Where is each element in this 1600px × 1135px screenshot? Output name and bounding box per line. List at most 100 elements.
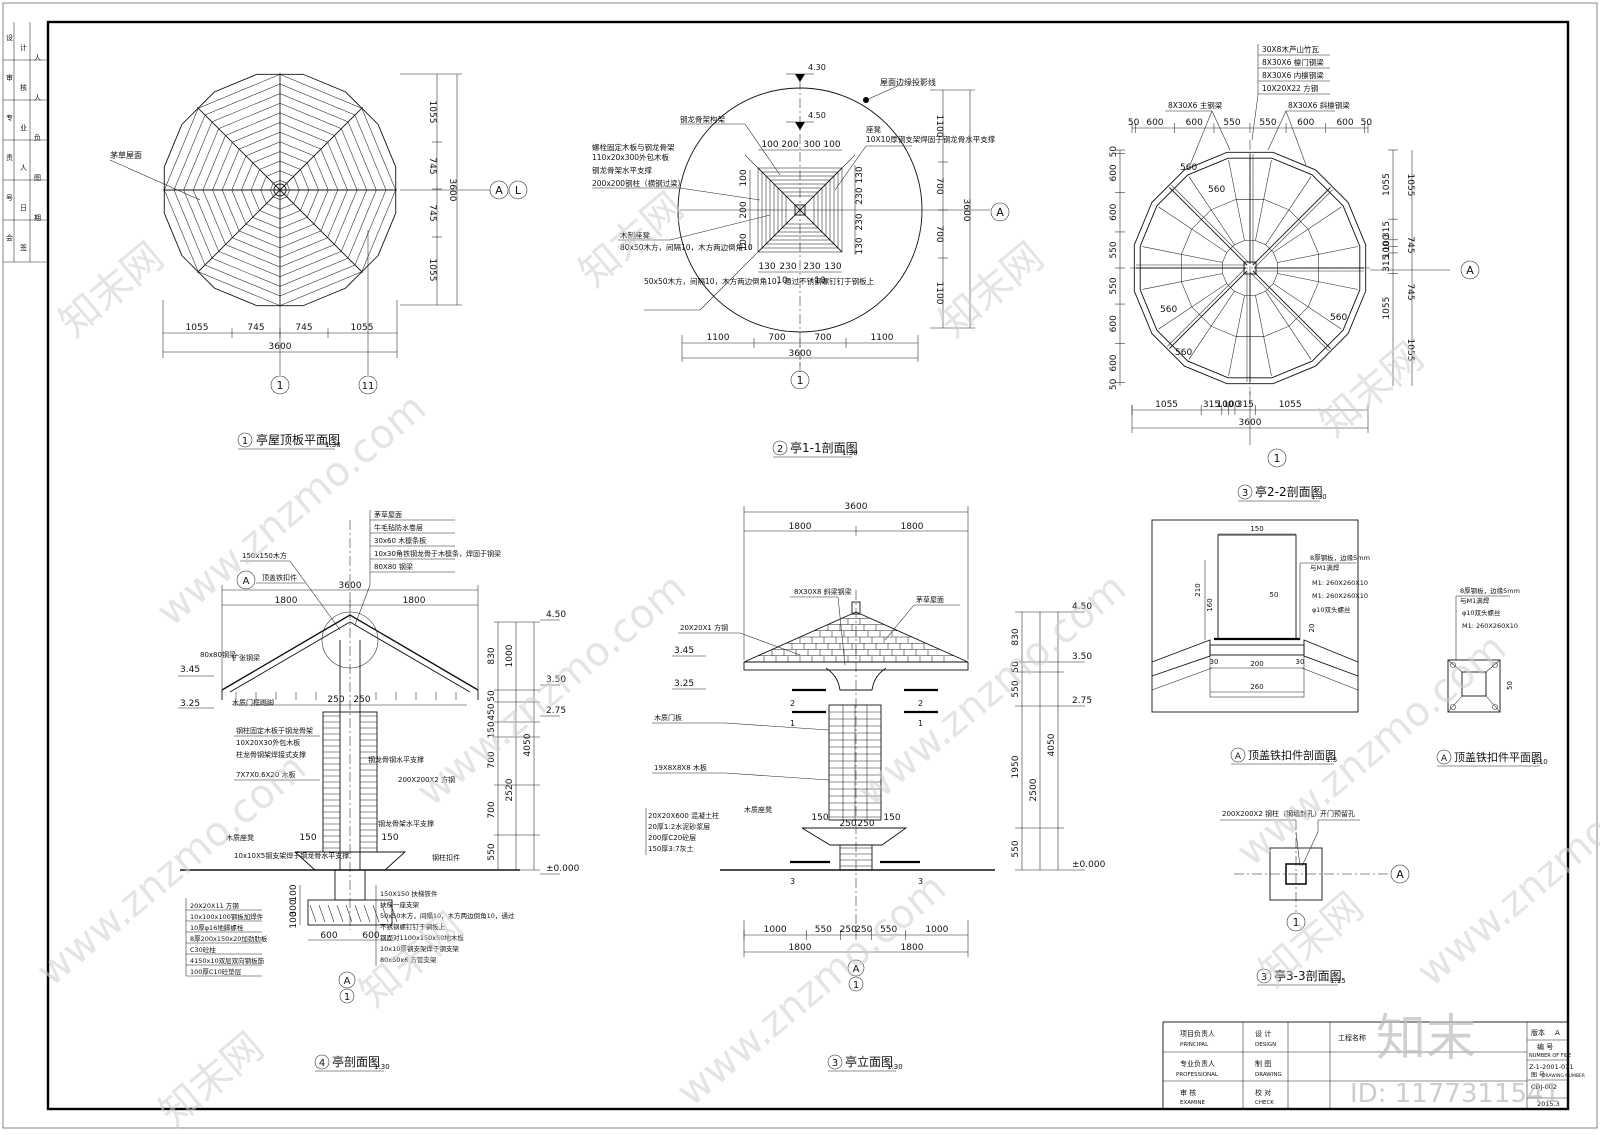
v3-dim-top-3: 550 [1223, 118, 1240, 128]
sheet-inner-border [46, 20, 1570, 1111]
v3-dim-left-0: 50 [1109, 146, 1119, 158]
watermark-id: ID: 1177311541 [1350, 1079, 1560, 1109]
v2-dim-v-3: 1100 [934, 282, 944, 305]
v3-dim-bot-2: 100 [1216, 400, 1233, 410]
v4-title-num: 4 [319, 1058, 325, 1069]
v4-elev-l-0: 3.45 [180, 665, 200, 675]
v3-dim-right-4: 315 [1382, 255, 1392, 272]
strip-char: 核 [20, 83, 27, 92]
v4-dim-r2-1: 4050 [523, 733, 533, 756]
v3-dim-bot-0: 1055 [1155, 400, 1178, 410]
v5-label-4: 木质座凳 [744, 805, 772, 814]
v5-label-6: 20X20X600 混凝土柱 [648, 811, 719, 820]
v6-title: 顶盖铁扣件剖面图 [1248, 748, 1336, 762]
v5-axis-1: 1 [853, 980, 859, 991]
v2-dim-top-0: 100 [761, 140, 778, 150]
tb-r1-1: PRINCIPAL [1180, 1042, 1209, 1048]
v4-dim-b-1: 600 [362, 931, 379, 941]
strip-char: 人 [34, 54, 41, 62]
v3-label-right: 8X30X6 斜檩钢梁 [1288, 100, 1350, 110]
v2-dim-iv-1: 200 [739, 201, 749, 218]
v4-detail-label: 顶盖铁扣件 [262, 573, 297, 582]
v4-dim-f-0: 100 [289, 911, 299, 928]
watermark-text: www.znzmo.com [848, 565, 1135, 816]
watermark-text: 知末网 [931, 234, 1052, 346]
v2-dim-iv2-2: 230 [855, 213, 865, 230]
v5-dim-m-2: 250 [839, 819, 856, 829]
view-section-3-3: 200X200X2 钢柱（钢墙封孔）开门预留孔 A 1 3 亭3-3剖面图 1:… [1220, 809, 1410, 986]
watermark-text: 知末网 [151, 1024, 272, 1131]
v5-sec-mark-4: 3 [790, 877, 795, 886]
v4-dim-b-0: 600 [320, 931, 337, 941]
v3-inner-4: 560 [1175, 348, 1192, 358]
v7-note-1: 与M1满焊 [1460, 596, 1490, 605]
v5-label-9: 150厚3:7灰土 [648, 844, 694, 853]
v4-bot-note-0: 20X20X11 方钢 [190, 901, 239, 910]
tb-file-label: 编 号 [1537, 1042, 1553, 1051]
v6-title-num: A [1235, 752, 1242, 762]
v8-scale: 1:15 [1330, 977, 1346, 985]
v5-sec-mark-5: 3 [918, 877, 923, 886]
v4-left-note-3: 钢柱固定木板于钢龙骨架 [236, 726, 313, 735]
v3-dim-left-3: 550 [1109, 241, 1119, 258]
v5-label-8: 200厚C20砼层 [648, 833, 696, 842]
v3-note-2: 8X30X6 内檩钢梁 [1262, 70, 1324, 80]
v4-botr-note-4: 钢面对1100x150x50地木板 [380, 933, 464, 942]
v4-dim-m-1: 150 [381, 833, 398, 843]
v1-title-num: 1 [242, 436, 248, 447]
v3-dim-right-o-0: 745 [1405, 236, 1415, 253]
v2-elev1: 4.30 [808, 63, 826, 72]
tb-file-no: Z-1-2001-031 [1529, 1063, 1573, 1071]
v5-dim-r-1: 50 [1011, 661, 1021, 673]
v3-dim-bot-4: 315 [1237, 400, 1254, 410]
v1-dim-v-3: 1055 [427, 259, 437, 282]
v4-left-note-0: 80x80钢梁 [200, 650, 236, 659]
v4-axis-1: 1 [344, 992, 350, 1003]
tb-file-en: NUMBER OF FILE [1529, 1053, 1571, 1059]
v5-dim-b-1: 550 [815, 925, 832, 935]
v5-label-1: 茅草屋面 [916, 595, 944, 604]
v6-note-2: M1: 260X260X10 [1312, 579, 1368, 587]
v2-scale: 1:30 [842, 449, 858, 457]
v4-botr-note-1: 扶梯一座支架 [380, 900, 420, 909]
v2-dim-v-0: 1100 [934, 115, 944, 138]
v4-seat-label: 钢柱扣件 [432, 853, 460, 862]
v3-inner-2: 560 [1160, 305, 1177, 315]
v1-dim-v-0: 1055 [427, 101, 437, 124]
v5-label-0: 8X30X8 斜梁钢梁 [794, 587, 852, 596]
v3-note-0: 30X8木芦山竹瓦 [1262, 44, 1319, 54]
v5-dim-r-0: 830 [1011, 628, 1021, 645]
v4-botr-note-6: 80x50x6 方管支架 [380, 955, 437, 964]
v4-bot-note-2: 10厚φ16地脚螺栓 [190, 923, 244, 932]
v4-scale: 1:30 [374, 1063, 390, 1071]
v2-dim-mid-2: 230 [803, 262, 820, 272]
tb-drawing-label: 图 号 [1531, 1072, 1545, 1079]
v1-dim-v-1: 745 [427, 157, 437, 174]
v5-sec-mark-3: 1 [918, 719, 923, 728]
tb-r3-2: 校 对 [1255, 1088, 1271, 1097]
v3-axis-a: A [1466, 264, 1474, 277]
v3-dim-left-7: 50 [1109, 378, 1119, 390]
v4-top-note-0: 茅草屋面 [374, 510, 402, 519]
v8-axis-a: A [1396, 868, 1404, 881]
v3-dim-left-4: 550 [1109, 277, 1119, 294]
v2-dim-mid-0: 130 [758, 262, 775, 272]
v7-note-3: M1: 260X260X10 [1462, 622, 1518, 630]
v1-dim-h-2: 745 [295, 323, 312, 333]
v3-dim-left-2: 600 [1109, 203, 1119, 220]
v5-dim-m-3: 250 [857, 819, 874, 829]
v5-dim-r-4: 550 [1011, 840, 1021, 857]
v1-axis-11: 11 [362, 381, 375, 392]
v2-dim-mid-3: 130 [824, 262, 841, 272]
v7-scale: 1:10 [1532, 758, 1548, 766]
strip-char: 日 [20, 204, 27, 212]
v3-dim-right-o-1: 745 [1405, 283, 1415, 300]
v2-axis-1: 1 [797, 374, 804, 387]
v3-dim-top-1: 600 [1146, 118, 1163, 128]
v7-title-num: A [1441, 754, 1448, 764]
watermark-text: www.znzmo.com [408, 565, 695, 816]
